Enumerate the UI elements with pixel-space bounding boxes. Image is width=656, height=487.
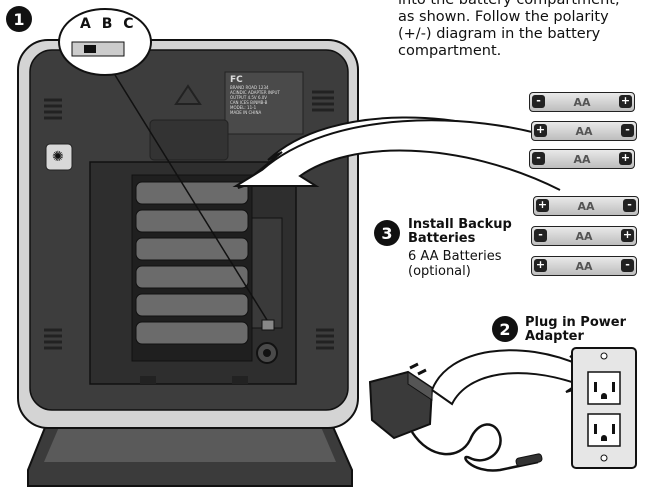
battery-terminal: +	[534, 258, 547, 272]
spec-line: BRAND ROAD 1234	[230, 85, 269, 90]
intro-line: as shown. Follow the polarity	[398, 9, 609, 25]
step-1-badge: 1	[6, 6, 32, 32]
battery-terminal: -	[532, 152, 545, 165]
battery-terminal: +	[619, 151, 632, 165]
step-2-title-line: Adapter	[525, 329, 584, 344]
light-bulb-icon: ✺	[52, 148, 64, 164]
spec-line: MODEL: 11-1	[230, 105, 257, 110]
step-3-title: Install Backup Batteries	[408, 218, 512, 246]
battery-label: AA	[573, 153, 591, 166]
step-3-title-line: Batteries	[408, 231, 476, 246]
battery-terminal: -	[621, 259, 634, 272]
spec-line: OUTPUT 4.5V 6.0V	[230, 95, 268, 100]
step-3-desc-line: 6 AA Batteries	[408, 249, 502, 264]
upper-recess	[149, 119, 229, 161]
device-spec-plate	[224, 71, 304, 135]
hang-hole-icon	[174, 84, 202, 105]
spec-line: MADE IN CHINA	[230, 110, 262, 115]
side-slot	[251, 217, 283, 329]
step-3-title-line: Install Backup	[408, 217, 512, 232]
abc-switch-on-device	[261, 319, 275, 331]
spec-plate-text: FC BRAND ROAD 1234 ACINDIC ADAPTER INPUT…	[230, 75, 300, 116]
battery-label: AA	[575, 260, 593, 273]
vents-right	[312, 90, 334, 350]
light-button	[45, 143, 73, 171]
callout-pointer	[114, 74, 268, 321]
intro-text: into the battery compartment, as shown. …	[398, 0, 648, 60]
battery: - AA +	[531, 226, 637, 246]
battery-terminal: -	[621, 124, 634, 137]
battery-label: AA	[573, 96, 591, 109]
battery: - AA +	[529, 92, 635, 112]
battery: - AA +	[529, 149, 635, 169]
intro-line: (+/-) diagram in the battery	[398, 26, 601, 42]
spec-line: CAN ICES B/NMB-B	[230, 100, 268, 105]
abc-switch-magnified	[71, 41, 125, 57]
installed-batteries	[135, 181, 249, 345]
battery-terminal: -	[534, 229, 547, 242]
brand-logo: FC	[230, 75, 243, 85]
spec-line: ACINDIC ADAPTER INPUT	[230, 90, 280, 95]
wall-outlet	[571, 347, 637, 469]
battery-label: AA	[575, 125, 593, 138]
device-stand	[27, 419, 353, 487]
foot-left	[140, 376, 156, 384]
battery-terminal: +	[619, 94, 632, 108]
battery-terminal: +	[536, 198, 549, 212]
battery: + AA -	[531, 256, 637, 276]
battery-terminal: -	[532, 95, 545, 108]
intro-line: compartment.	[398, 43, 502, 59]
abc-switch-label: A B C	[80, 16, 137, 32]
step-2-badge: 2	[492, 316, 518, 342]
step-3-description: 6 AA Batteries (optional)	[408, 249, 502, 279]
foot-right	[232, 376, 248, 384]
battery-terminal: +	[534, 123, 547, 137]
battery: + AA -	[531, 121, 637, 141]
battery-label: AA	[575, 230, 593, 243]
vents-left	[44, 98, 62, 350]
battery-terminal: -	[623, 199, 636, 212]
power-adapter	[368, 362, 543, 472]
battery: + AA -	[533, 196, 639, 216]
battery-label: AA	[577, 200, 595, 213]
battery-terminal: +	[621, 228, 634, 242]
step-3-desc-line: (optional)	[408, 264, 471, 279]
step-3-badge: 3	[374, 220, 400, 246]
intro-line: into the battery compartment,	[398, 0, 620, 8]
step-2-title-line: Plug in Power	[525, 315, 627, 330]
step-2-title: Plug in Power Adapter	[525, 316, 626, 344]
